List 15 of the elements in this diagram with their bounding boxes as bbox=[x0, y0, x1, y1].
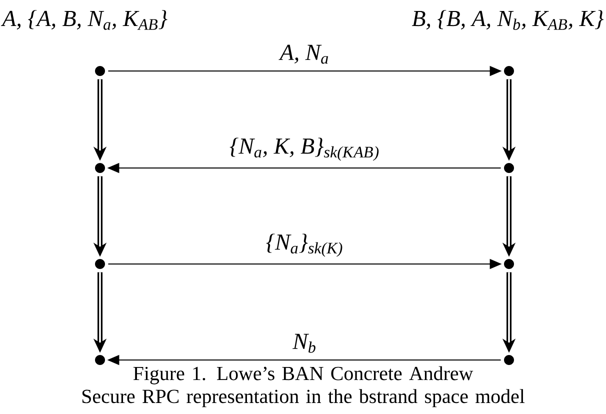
edge-label: N$_{b}$ bbox=[292, 332, 318, 354]
strand-label: B, {B, A, N$_{b}$, K$_{AB}$, K} bbox=[412, 10, 604, 30]
dot bbox=[504, 66, 514, 76]
dot bbox=[504, 259, 514, 269]
strand-label: A, {A, B, N$_{a}$, K$_{AB}$} bbox=[0, 10, 168, 30]
dot bbox=[504, 355, 514, 365]
dot bbox=[95, 66, 105, 76]
caption: Figure 1. Lowe’s BAN Concrete Andrew Secure RPC representation in the bstrand space model bbox=[82, 366, 525, 408]
dot bbox=[95, 355, 105, 365]
dot bbox=[95, 163, 105, 173]
dot bbox=[504, 163, 514, 173]
edge-label: A, N$_{a}$ bbox=[278, 44, 330, 65]
edge-label: {N$_{a}$, K, B}$_{sk(KAB)}$ bbox=[228, 136, 381, 162]
edge-label: {N$_{a}$}$_{sk(K)}$ bbox=[264, 232, 344, 258]
dot bbox=[95, 259, 105, 269]
